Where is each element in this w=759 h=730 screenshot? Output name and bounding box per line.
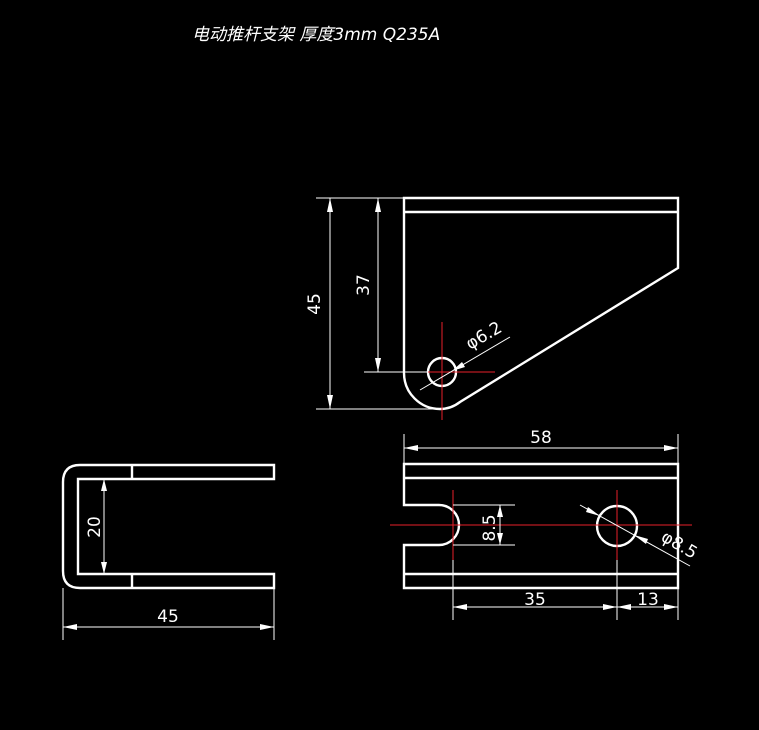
dim-arrow xyxy=(452,362,465,371)
dim-arrow xyxy=(101,479,107,491)
dim-arrow xyxy=(404,445,418,451)
dim-leader-phi6-2 xyxy=(419,336,511,391)
side-view-outline xyxy=(402,196,680,411)
dim-arrow xyxy=(586,507,600,516)
dim-text-35: 35 xyxy=(524,590,546,610)
dim-text-37: 37 xyxy=(354,274,374,296)
dim-arrow xyxy=(327,395,333,409)
dim-text-phi6-2: φ6.2 xyxy=(463,318,506,354)
dim-arrow xyxy=(375,198,381,212)
top-view-outline xyxy=(402,462,680,590)
dim-arrow xyxy=(634,535,648,544)
drawing-title: 电动推杆支架 厚度3mm Q235A xyxy=(192,25,441,45)
dim-text-45-side: 45 xyxy=(305,293,325,315)
dim-text-13: 13 xyxy=(637,590,659,610)
dim-arrow xyxy=(664,445,678,451)
dim-text-45-bottom: 45 xyxy=(157,607,179,627)
dim-arrow xyxy=(63,624,77,630)
u-view xyxy=(61,463,276,640)
dim-arrow xyxy=(101,562,107,574)
dim-arrow xyxy=(375,358,381,372)
dim-text-58: 58 xyxy=(530,428,552,448)
dim-arrow xyxy=(617,604,631,610)
u-view-outline xyxy=(61,463,276,590)
dim-arrow xyxy=(497,533,503,545)
dim-arrow xyxy=(260,624,274,630)
dim-text-8-5: 8.5 xyxy=(480,514,500,541)
side-view xyxy=(316,196,680,420)
dim-arrow xyxy=(664,604,678,610)
dim-text-20: 20 xyxy=(85,516,105,538)
dim-arrow xyxy=(453,604,467,610)
dim-arrow xyxy=(327,198,333,212)
top-view xyxy=(390,434,692,620)
dim-arrow xyxy=(603,604,617,610)
dim-arrow xyxy=(497,505,503,517)
